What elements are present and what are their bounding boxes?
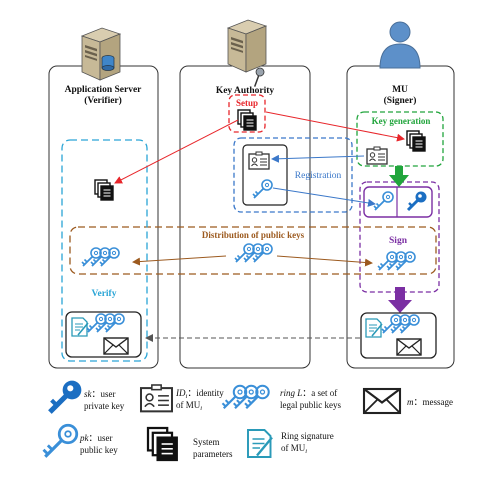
- legend: sk：user private key IDi：identity of MUi …: [41, 381, 453, 462]
- legend-id-sub: i: [186, 393, 188, 400]
- legend-pk-term: pk: [79, 433, 90, 443]
- svg-text:ring L：a set of: ring L：a set of: [280, 388, 337, 398]
- legend-rs-line1: Ring signature: [281, 431, 334, 441]
- legend-pk-sep: ：user: [89, 433, 113, 443]
- legend-rs-line2: of MU: [281, 443, 306, 453]
- legend-private-key-icon: [50, 381, 81, 412]
- verifier-subtitle: (Verifier): [84, 95, 122, 106]
- purple-down-arrow: [388, 287, 412, 313]
- distribution-label: Distribution of public keys: [202, 230, 305, 240]
- legend-id-sep: ：identity: [187, 388, 224, 398]
- svg-text:pk：user: pk：user: [79, 433, 113, 443]
- setup-to-keygen-arrow: [265, 111, 405, 142]
- legend-envelope-icon: [362, 387, 402, 415]
- legend-ring-signature-icon: [246, 428, 274, 459]
- sign-label: Sign: [389, 236, 408, 246]
- distribution-arrow-right: [276, 255, 373, 267]
- keygen-id-card-icon: [366, 146, 388, 165]
- signer-subtitle: (Signer): [384, 95, 417, 106]
- application-server-icon: [81, 27, 121, 81]
- verifier-title: Application Server: [65, 85, 143, 95]
- keygen-system-parameters-icon: [406, 130, 426, 152]
- verify-label: Verify: [92, 289, 117, 299]
- legend-sys-line1: System: [193, 437, 220, 447]
- verify-box: [61, 139, 148, 362]
- registration-box: [233, 137, 353, 213]
- legend-sys-line2: parameters: [193, 449, 233, 459]
- svg-text:of MUi: of MUi: [176, 400, 202, 412]
- registration-label: Registration: [295, 171, 342, 181]
- green-down-arrow: [389, 166, 409, 187]
- setup-to-verifier-arrow: [114, 119, 239, 184]
- keygen-label: Key generation: [372, 116, 431, 126]
- legend-ring-sep: ：a set of: [302, 388, 337, 398]
- legend-id-card-icon: [139, 383, 174, 413]
- setup-box: [228, 94, 266, 133]
- verifier-system-parameters-icon: [94, 179, 114, 201]
- legend-public-key-icon: [41, 423, 79, 459]
- legend-sk-term: sk: [84, 389, 93, 399]
- svg-text:IDi：identity: IDi：identity: [175, 388, 224, 400]
- distribution-arrow-left: [132, 255, 227, 266]
- legend-rs-line2-sub: i: [305, 448, 307, 455]
- distribution-box: [69, 226, 437, 275]
- setup-label: Setup: [236, 98, 258, 108]
- key-authority-server-icon: [227, 19, 267, 87]
- registration-id-card-icon: [248, 151, 270, 170]
- legend-key-ring-icon: [223, 386, 269, 409]
- authority-title: Key Authority: [216, 86, 275, 96]
- svg-text:of MUi: of MUi: [281, 443, 307, 455]
- legend-sk-sep: ：user: [92, 389, 116, 399]
- legend-ring-term: ring L: [280, 388, 302, 398]
- svg-text:m：message: m：message: [407, 397, 453, 407]
- legend-m-term: m: [407, 397, 414, 407]
- user-icon: [379, 21, 421, 69]
- legend-sk-line2: private key: [84, 401, 125, 411]
- setup-system-parameters-icon: [237, 109, 257, 131]
- legend-ring-line2: legal public keys: [280, 400, 341, 410]
- legend-pk-line2: public key: [80, 445, 118, 455]
- signer-title: MU: [392, 85, 408, 95]
- legend-m-sep: ：message: [414, 397, 454, 407]
- legend-id-line2-sub: i: [200, 405, 202, 412]
- authority-to-signer-key-arrow: [272, 187, 376, 207]
- legend-id-line2: of MU: [176, 400, 201, 410]
- svg-text:sk：user: sk：user: [84, 389, 116, 399]
- idcard-to-authority-arrow: [271, 154, 365, 163]
- legend-system-parameters-icon: [146, 426, 178, 462]
- legend-id-term: ID: [175, 388, 186, 398]
